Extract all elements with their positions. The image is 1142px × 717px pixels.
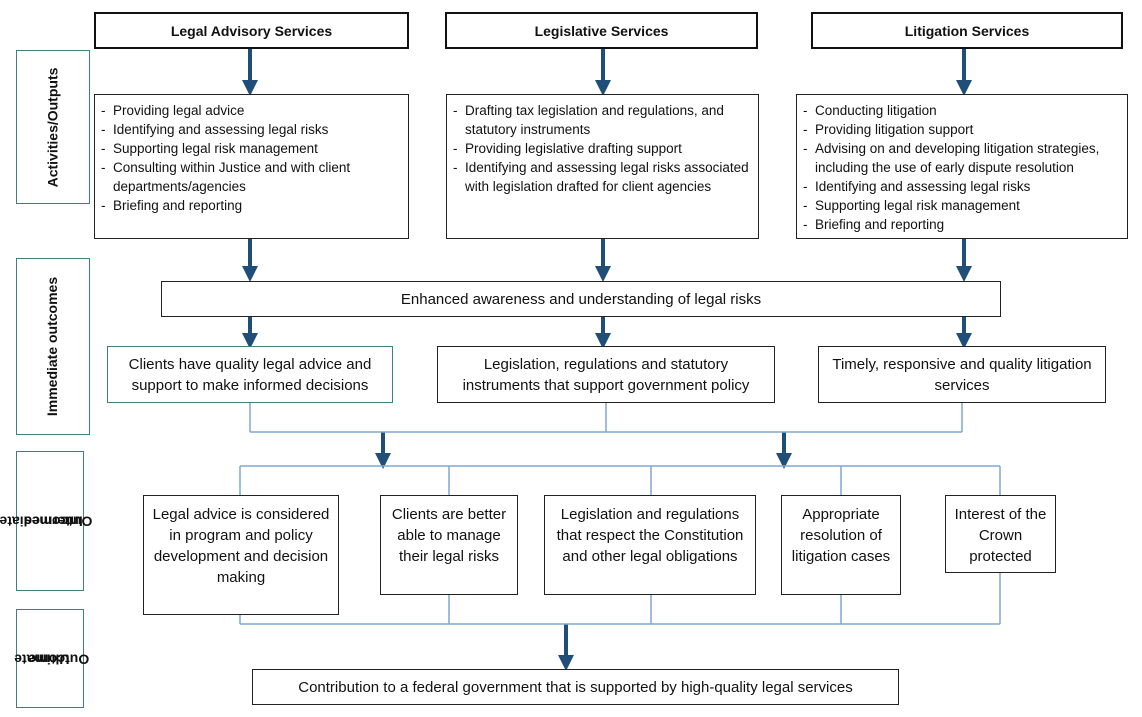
activities-legal-advisory: Providing legal advice Identifying and a… [94,94,409,239]
activity-item: Supporting legal risk management [101,139,408,158]
activity-item: Briefing and reporting [803,215,1127,234]
header-legal-advisory: Legal Advisory Services [94,12,409,49]
header-legislative: Legislative Services [445,12,758,49]
intermediate-outcome-1: Legal advice is considered in program an… [143,495,339,615]
intermediate-outcome-3: Legislation and regulations that respect… [544,495,756,595]
intermediate-outcome-5: Interest of the Crown protected [945,495,1056,573]
activity-item: Identifying and assessing legal risks as… [453,158,758,196]
activity-item: Identifying and assessing legal risks [803,177,1127,196]
activity-item: Drafting tax legislation and regulations… [453,101,758,139]
header-litigation: Litigation Services [811,12,1123,49]
activities-litigation: Conducting litigation Providing litigati… [796,94,1128,239]
side-label-activities: Activities/Outputs [16,50,90,204]
activity-item: Supporting legal risk management [803,196,1127,215]
intermediate-outcome-4: Appropriate resolution of litigation cas… [781,495,901,595]
activity-item: Advising on and developing litigation st… [803,139,1127,177]
activity-item: Providing legal advice [101,101,408,120]
activity-item: Consulting within Justice and with clien… [101,158,408,196]
immediate-outcome-legal-advisory: Clients have quality legal advice and su… [107,346,393,403]
activity-item: Providing legislative drafting support [453,139,758,158]
side-label-immediate: Immediate outcomes [16,258,90,435]
shared-immediate-outcome: Enhanced awareness and understanding of … [161,281,1001,317]
immediate-outcome-litigation: Timely, responsive and quality litigatio… [818,346,1106,403]
activity-item: Providing litigation support [803,120,1127,139]
immediate-outcome-legislative: Legislation, regulations and statutory i… [437,346,775,403]
activity-item: Identifying and assessing legal risks [101,120,408,139]
ultimate-outcome: Contribution to a federal government tha… [252,669,899,705]
activities-legislative: Drafting tax legislation and regulations… [446,94,759,239]
intermediate-outcome-2: Clients are better able to manage their … [380,495,518,595]
activity-item: Briefing and reporting [101,196,408,215]
activity-item: Conducting litigation [803,101,1127,120]
